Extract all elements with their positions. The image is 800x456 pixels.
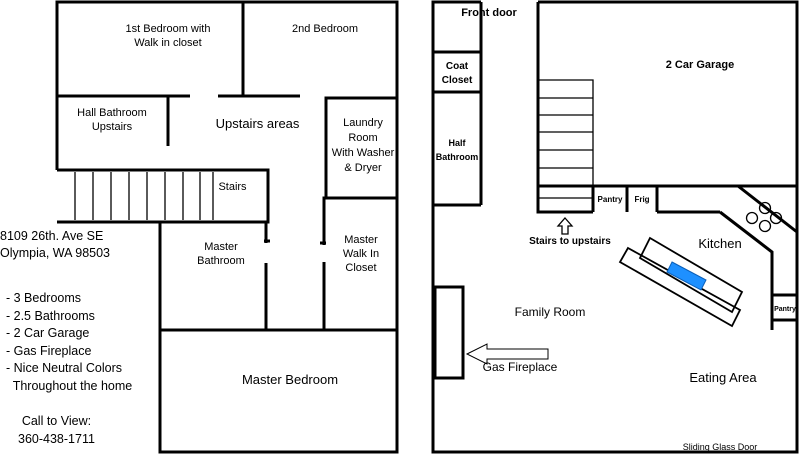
- upstairs-stair-treads: [74, 172, 214, 220]
- address-line2: Olympia, WA 98503: [0, 246, 111, 260]
- stairs-label: Stairs: [218, 181, 247, 193]
- pantry-label: Pantry: [597, 195, 623, 204]
- pantry-right-label: Pantry: [774, 306, 796, 313]
- stairs-to-upstairs-label: Stairs to upstairs: [529, 236, 611, 247]
- bedroom-1-label: 1st Bedroom with Walk in closet: [108, 22, 228, 50]
- frig-label: Frig: [634, 195, 650, 204]
- stove-burners: [745, 201, 783, 233]
- eating-area-label: Eating Area: [689, 370, 757, 385]
- kitchen-label: Kitchen: [698, 236, 742, 251]
- coat-closet-label: Coat Closet: [435, 60, 479, 88]
- hall-bathroom-label-line2: Upstairs: [91, 121, 133, 133]
- hall-bathroom-label-line1: Hall Bathroom: [77, 107, 147, 119]
- downstairs-walls: [431, 0, 799, 454]
- front-door-label: Front door: [461, 7, 517, 19]
- bedroom-1-label-line1: 1st Bedroom with: [125, 23, 211, 35]
- kitchen-island: [618, 236, 744, 328]
- upstairs-walls: [55, 0, 399, 454]
- master-closet-label-line1: Master: [344, 234, 378, 246]
- downstairs-stair-treads: [538, 79, 594, 199]
- half-bath-label-line1: Half: [448, 138, 466, 148]
- sliding-glass-door-label: Sliding Glass Door: [682, 442, 758, 452]
- feature-item: Throughout the home: [6, 378, 133, 393]
- master-bedroom-label: Master Bedroom: [241, 372, 339, 387]
- garage-label: 2 Car Garage: [665, 59, 735, 71]
- address-line1: 8109 26th. Ave SE: [0, 229, 104, 243]
- master-bathroom-label: Master Bathroom: [176, 240, 266, 268]
- feature-item: - Gas Fireplace: [6, 343, 92, 358]
- phone-number: 360-438-1711: [18, 432, 95, 446]
- features-list: - 3 Bedrooms - 2.5 Bathrooms - 2 Car Gar…: [6, 290, 132, 395]
- coat-closet-label-line1: Coat: [445, 61, 469, 72]
- fireplace-arrow: [465, 343, 549, 365]
- call-block: Call to View: 360-438-1711: [18, 412, 95, 448]
- gas-fireplace-label: Gas Fireplace: [482, 360, 558, 374]
- upstairs-areas-label: Upstairs areas: [215, 116, 300, 131]
- sink: [666, 261, 707, 291]
- call-to-view-label: Call to View:: [21, 414, 92, 428]
- bedroom-1-label-line2: Walk in closet: [134, 37, 202, 49]
- half-bathroom-label: Half Bathroom: [435, 136, 479, 164]
- hall-bathroom-label: Hall Bathroom Upstairs: [62, 106, 162, 134]
- master-bath-label-line2: Bathroom: [197, 255, 245, 267]
- laundry-label-line2: Room: [348, 132, 378, 144]
- feature-item: - 2.5 Bathrooms: [6, 308, 95, 323]
- address-block: 8109 26th. Ave SE Olympia, WA 98503: [0, 228, 110, 262]
- laundry-label-line4: & Dryer: [344, 162, 382, 174]
- laundry-label-line1: Laundry: [343, 117, 383, 129]
- half-bath-label-line2: Bathroom: [435, 152, 479, 162]
- bedroom-2-label: 2nd Bedroom: [291, 23, 359, 35]
- family-room-label: Family Room: [514, 305, 586, 319]
- laundry-label-line3: With Washer: [331, 147, 395, 159]
- master-bath-label-line1: Master: [204, 241, 238, 253]
- master-closet-label: Master Walk In Closet: [327, 233, 395, 275]
- laundry-room-label: Laundry Room With Washer & Dryer: [328, 116, 398, 176]
- feature-item: - 2 Car Garage: [6, 326, 90, 340]
- master-closet-label-line3: Closet: [345, 262, 377, 274]
- door-marks: [264, 239, 326, 245]
- master-closet-label-line2: Walk In: [342, 248, 380, 260]
- feature-item: - 3 Bedrooms: [6, 291, 82, 305]
- stairs-up-arrow: [556, 217, 574, 235]
- coat-closet-label-line2: Closet: [441, 75, 473, 86]
- feature-item: - Nice Neutral Colors: [6, 361, 123, 375]
